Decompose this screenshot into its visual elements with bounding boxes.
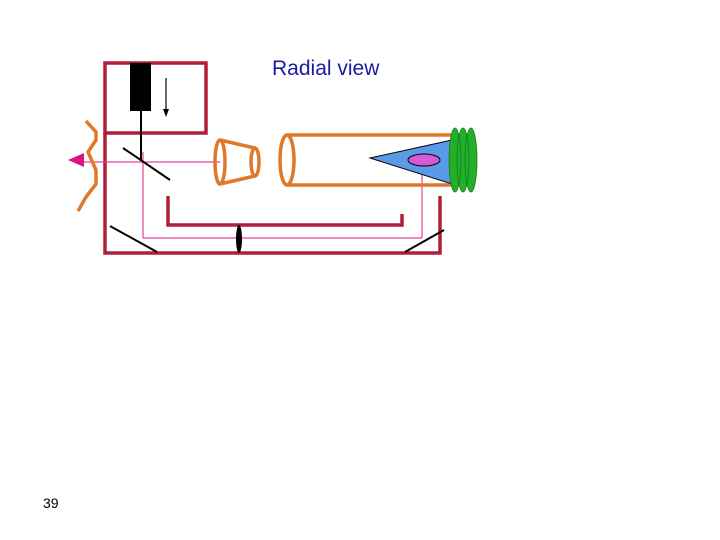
motion-arrow-icon	[163, 78, 169, 117]
grating	[76, 119, 98, 212]
slide-number: 39	[43, 495, 59, 511]
lens	[236, 225, 242, 253]
plasma-core	[407, 153, 441, 167]
mirrors	[109, 147, 445, 253]
rf-coil	[449, 128, 477, 192]
lower-frame	[103, 133, 442, 255]
detector	[130, 63, 151, 111]
optical-frame	[103, 61, 442, 255]
inner-rail	[166, 196, 404, 227]
output-arrow	[68, 153, 84, 167]
entrance-optic	[213, 138, 261, 186]
torch	[278, 133, 452, 187]
rf-coil-outline	[448, 127, 478, 193]
slide-title: Radial view	[272, 57, 380, 80]
detector-housing	[103, 61, 208, 135]
